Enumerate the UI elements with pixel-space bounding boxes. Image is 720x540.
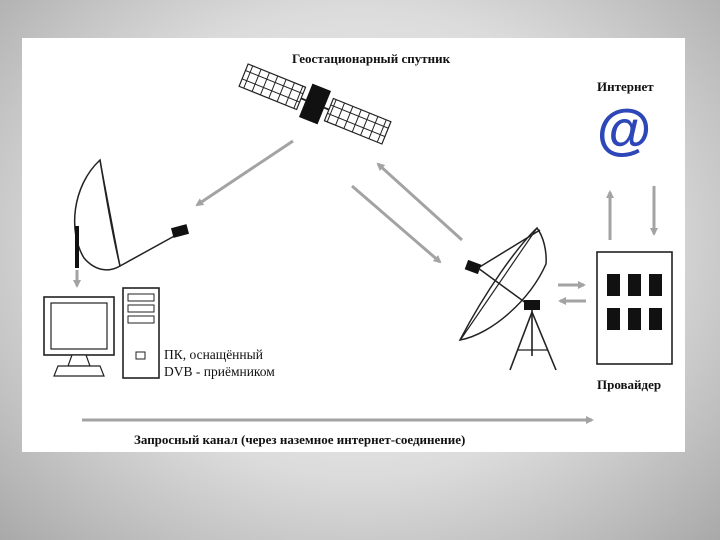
slide-number: 15 [664,508,675,518]
downlink-arrow [351,184,442,264]
pc-tower-icon [122,287,160,379]
provider-label: Провайдер [597,377,662,392]
monitor-icon [43,296,115,377]
pc-label-line-2: DVB - приёмником [164,364,275,379]
satellite-label: Геостационарный спутник [292,51,451,66]
pc-label-line-1: ПК, оснащённый [164,347,263,362]
pc-label: ПК, оснащённый DVB - приёмником [164,346,275,380]
satellite-to-dish-arrow [195,139,294,207]
request-channel-label: Запросный канал (через наземное интернет… [134,432,466,447]
internet-at-icon: @ [597,97,652,160]
provider-building-icon [596,251,673,365]
provider-dish-icon [458,226,557,371]
satellite-icon [238,63,392,145]
uplink-arrow [376,162,464,242]
receiving-dish-icon [73,158,190,271]
internet-label: Интернет [597,79,654,94]
